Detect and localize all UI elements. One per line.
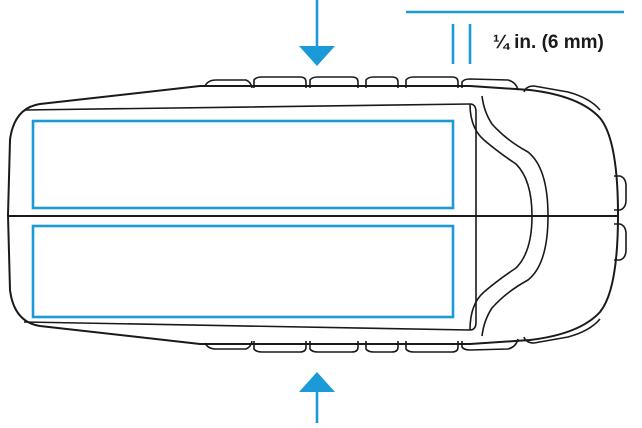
device-body bbox=[7, 85, 619, 345]
inner-contour bbox=[23, 103, 477, 331]
measurement-label: ¼ in. (6 mm) bbox=[493, 32, 604, 53]
highlight-zone-bottom bbox=[31, 224, 455, 319]
arrow-down-icon bbox=[299, 0, 335, 66]
grip-curve-bottom bbox=[481, 215, 549, 337]
grip-curve-top-inner bbox=[469, 103, 533, 217]
grip-curve-bottom-inner bbox=[469, 215, 533, 331]
arrow-up-icon bbox=[299, 372, 335, 423]
bottom-grip-ridges bbox=[204, 318, 601, 353]
highlight-zone-top bbox=[31, 119, 455, 210]
side-buttons bbox=[614, 175, 627, 261]
measurement-indicator bbox=[406, 10, 624, 64]
grip-curve-top bbox=[481, 95, 549, 217]
